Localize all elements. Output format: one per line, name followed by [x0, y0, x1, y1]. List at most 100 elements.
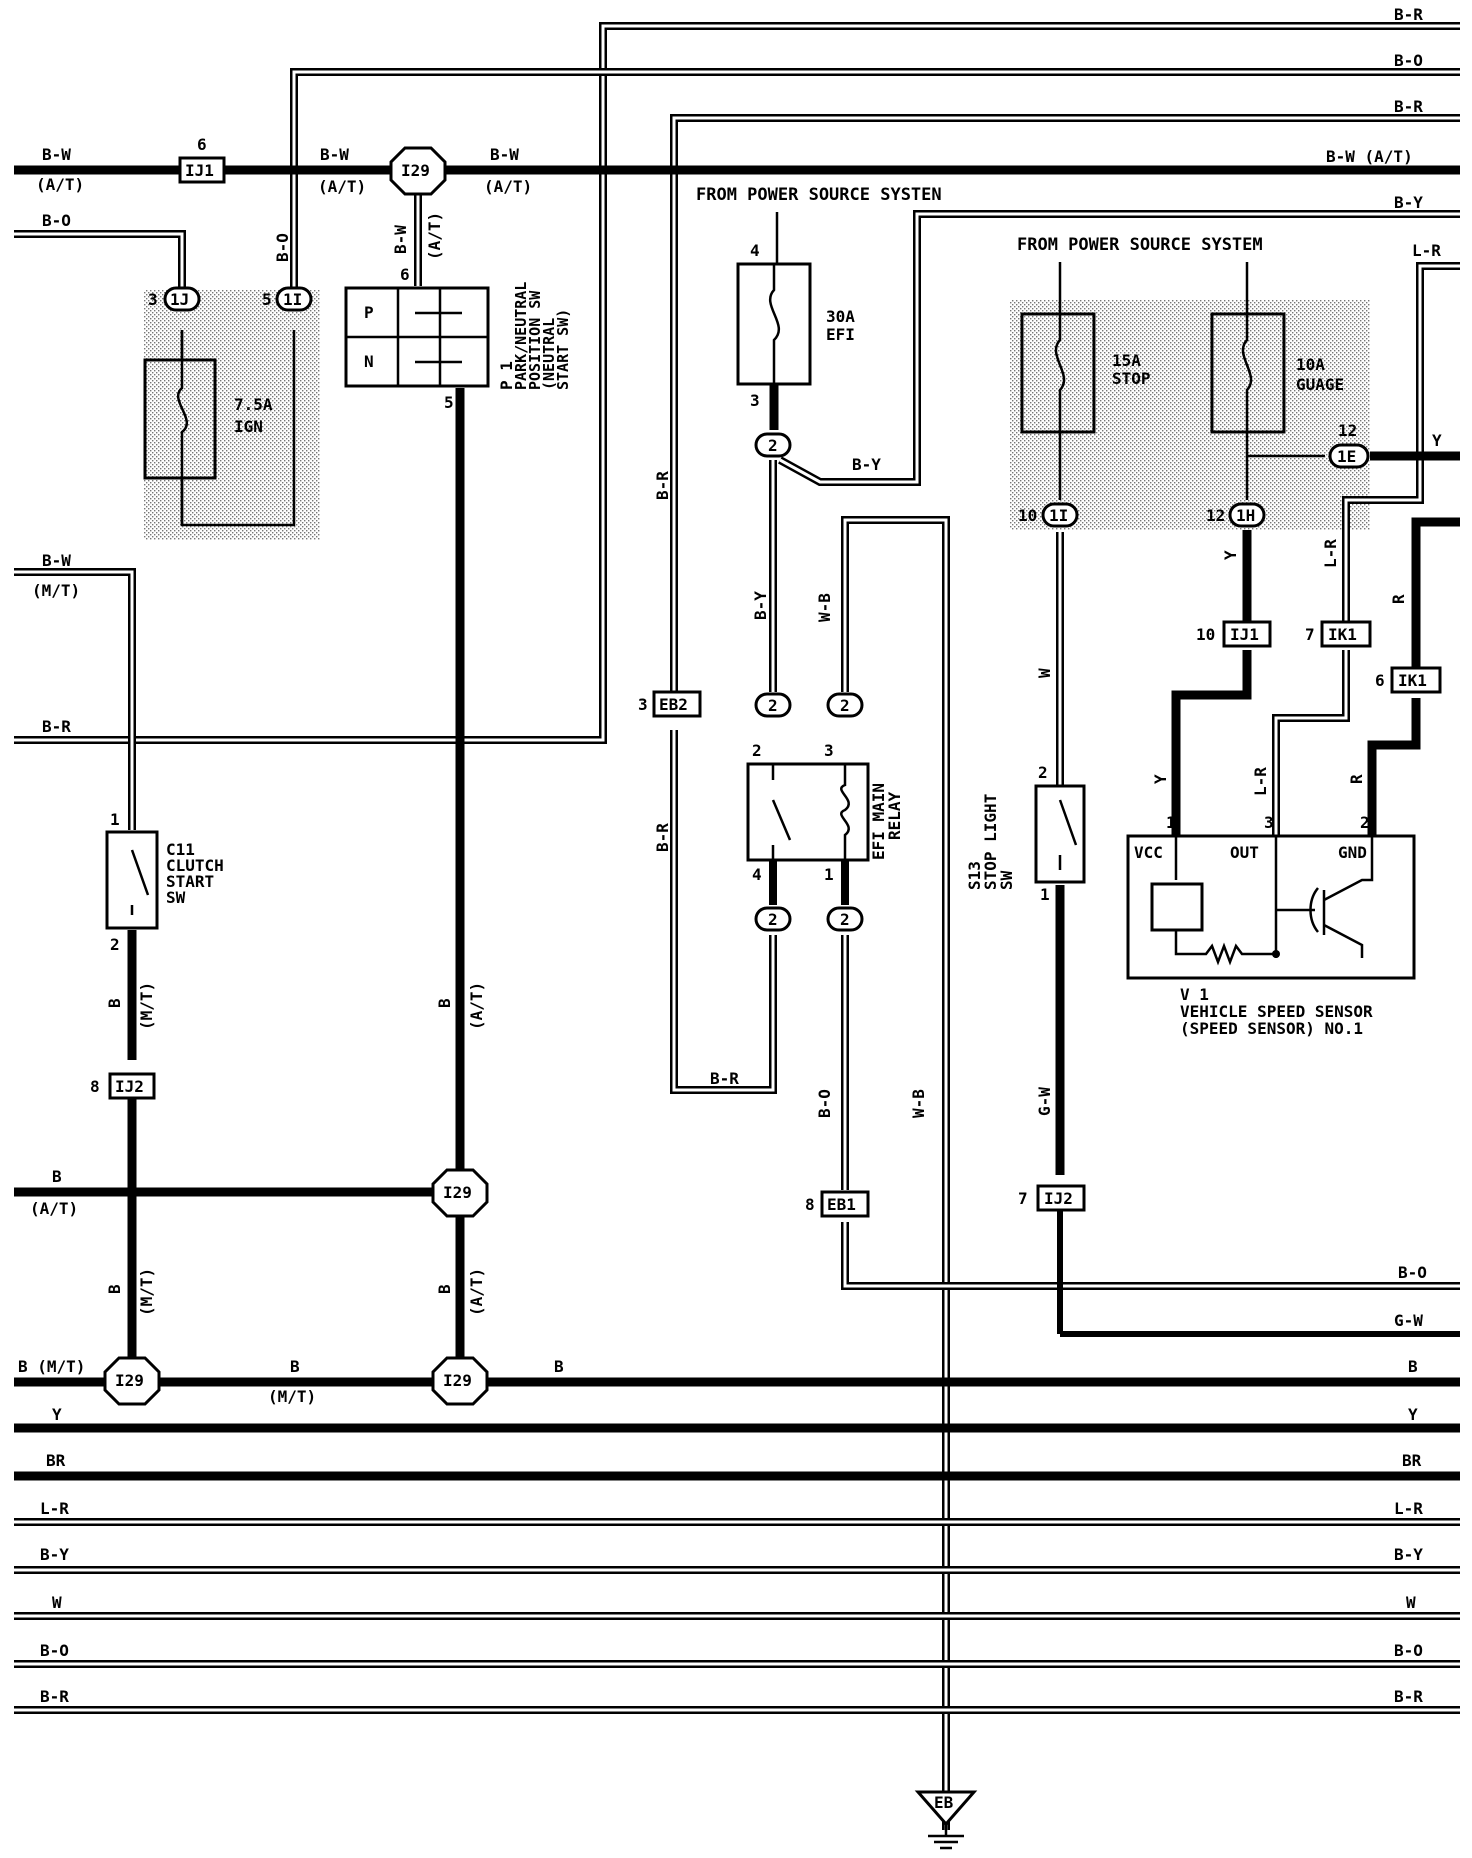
connector-i29-top-label: I29	[401, 161, 430, 180]
lbl-bo-top: B-O	[1394, 51, 1423, 70]
connector-1j-label: 1J	[170, 290, 189, 309]
stop-sw-id: S13	[965, 861, 984, 890]
stop-sw-name1: STOP LIGHT	[981, 794, 1000, 890]
fuse-ign-element	[176, 330, 189, 525]
lbl-lr-out: L-R	[1251, 767, 1270, 796]
fuse-stop	[1020, 312, 1096, 434]
lbl-bo-bus-l: B-O	[40, 1641, 69, 1660]
connector-2-c-label: 2	[840, 696, 850, 715]
lbl-mt-vert3: (M/T)	[137, 1268, 156, 1316]
wire-r-gnd	[1367, 698, 1421, 835]
connector-ij2-right	[1036, 1184, 1086, 1212]
connector-2-c	[826, 692, 864, 718]
lbl-bo-bus-r: B-O	[1394, 1641, 1423, 1660]
wire-r-vert	[1411, 517, 1460, 668]
connector-1i-b	[1041, 502, 1079, 528]
connector-2-b-label: 2	[768, 696, 778, 715]
wire-lr-top	[1342, 262, 1460, 630]
pn-pin-bot: 5	[444, 393, 454, 412]
lbl-r-vert: R	[1389, 594, 1408, 604]
connector-ik1-a-label: IK1	[1328, 625, 1357, 644]
lbl-bw-vert: B-W	[391, 225, 410, 254]
lbl-y-bus-r: Y	[1408, 1405, 1418, 1424]
connector-ik1-a	[1320, 620, 1372, 648]
connector-eb1-label: EB1	[827, 1195, 856, 1214]
connector-i29-mid	[431, 1168, 489, 1218]
lbl-r-gnd: R	[1347, 774, 1366, 784]
connector-2-e	[826, 906, 864, 932]
lbl-at-vert4: (A/T)	[467, 1268, 486, 1316]
lbl-br-vert2: B-R	[653, 823, 672, 852]
connector-i29-br	[431, 1356, 489, 1406]
connector-1i	[275, 286, 313, 312]
lbl-by-bus-r: B-Y	[1394, 1545, 1423, 1564]
connector-eb1	[820, 1190, 870, 1218]
clutch-id: C11	[166, 840, 195, 859]
lbl-lr-bus-r: L-R	[1394, 1499, 1423, 1518]
connector-1i-label: 1I	[283, 290, 302, 309]
pn-name4: START SW)	[554, 309, 572, 390]
lbl-y-vcc: Y	[1151, 774, 1170, 784]
pn-id: P 1	[497, 361, 516, 390]
lbl-bw-mt: B-W	[42, 551, 71, 570]
lbl-lr-vert: L-R	[1321, 539, 1340, 568]
connector-ik1-a-pin: 7	[1305, 625, 1315, 644]
connector-2-a-label: 2	[768, 436, 778, 455]
vss-name2: (SPEED SENSOR) NO.1	[1180, 1019, 1363, 1038]
lbl-b-vert4: B	[435, 1284, 454, 1294]
fuse-stop-rating: 15A	[1112, 351, 1141, 370]
lbl-wb-vert: W-B	[815, 593, 834, 622]
connector-2-e-label: 2	[840, 910, 850, 929]
lbl-w-bus-r: W	[1406, 1593, 1416, 1612]
connector-1i-pin: 5	[262, 290, 272, 309]
vss-vcc: VCC	[1134, 843, 1163, 862]
connector-2-b	[754, 692, 792, 718]
ground-icon	[928, 1824, 964, 1850]
lbl-mt-left: (M/T)	[32, 581, 80, 600]
lbl-y-bus-l: Y	[52, 1405, 62, 1424]
lbl-br-bus2-l: B-R	[40, 1687, 69, 1706]
connector-ij2-left	[108, 1072, 156, 1100]
connector-ij1-top-label: IJ1	[185, 161, 214, 180]
fuse-ign-name: IGN	[234, 417, 263, 436]
lbl-at-left2: (A/T)	[30, 1199, 78, 1218]
wire-by-top	[778, 210, 1460, 486]
connector-i29-bl	[103, 1356, 161, 1406]
lbl-br-bus-r: BR	[1402, 1451, 1422, 1470]
pn-pin-top: 6	[400, 265, 410, 284]
pn-n-label: N	[364, 352, 374, 371]
lbl-w-bus-l: W	[52, 1593, 62, 1612]
lbl-b-bus: B	[554, 1357, 564, 1376]
lbl-y-vert: Y	[1221, 550, 1240, 560]
lbl-at-mid2: (A/T)	[484, 177, 532, 196]
lbl-at-left: (A/T)	[36, 175, 84, 194]
connector-ij1-top-pin: 6	[197, 135, 207, 154]
vss-pin2: 2	[1360, 813, 1370, 832]
relay-pin1: 1	[824, 865, 834, 884]
connector-i29-bl-label: I29	[115, 1371, 144, 1390]
efi-main-relay	[746, 762, 870, 862]
vss-gnd: GND	[1338, 843, 1367, 862]
wire-bo-top	[290, 68, 1460, 295]
connector-1j	[163, 286, 201, 312]
lbl-bo-vert: B-O	[273, 233, 292, 262]
connector-i29-top	[389, 146, 447, 196]
fuse-ign	[143, 358, 217, 480]
fuse-efi-pin-top: 4	[750, 241, 760, 260]
connector-1e	[1328, 443, 1370, 469]
lbl-bo-left: B-O	[42, 211, 71, 230]
lbl-lr-top: L-R	[1412, 241, 1441, 260]
connector-ij1-right	[1222, 620, 1272, 648]
lbl-b-vert1: B	[105, 998, 124, 1008]
vss-ic-block	[1150, 882, 1204, 932]
wire-br-top	[14, 22, 1460, 744]
connector-1e-label: 1E	[1337, 447, 1356, 466]
wire-wb-vert	[841, 516, 950, 1830]
connector-ij2-left-label: IJ2	[115, 1077, 144, 1096]
connector-ij1-right-label: IJ1	[1230, 625, 1259, 644]
connector-i29-br-label: I29	[443, 1371, 472, 1390]
connector-1e-pin: 12	[1338, 421, 1357, 440]
wire-y-vcc	[1171, 650, 1252, 835]
lbl-b-right: B	[1408, 1357, 1418, 1376]
